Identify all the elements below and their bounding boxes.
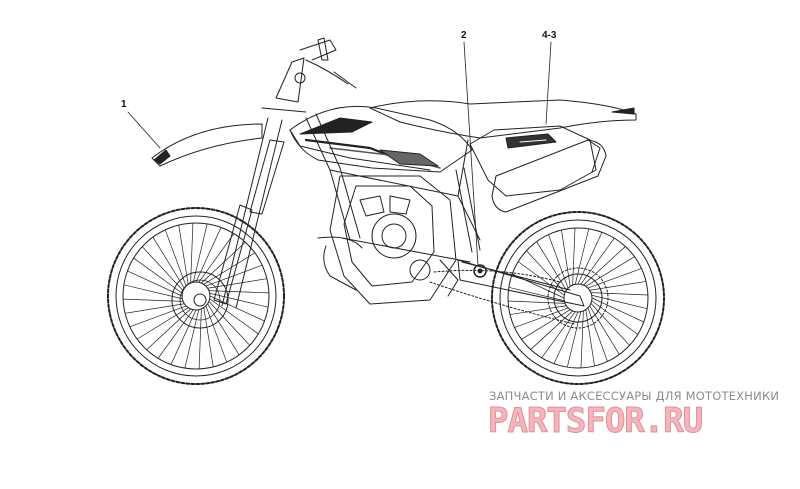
callout-leaders <box>127 41 552 267</box>
spoke <box>203 307 214 368</box>
spoke <box>585 256 635 287</box>
spoke <box>589 305 620 355</box>
spoke <box>553 311 579 365</box>
spoke <box>511 273 565 299</box>
spoke <box>536 241 567 291</box>
spoke <box>129 305 187 328</box>
spoke <box>589 281 647 291</box>
spoke <box>530 310 573 350</box>
spoke <box>580 310 584 369</box>
spoke <box>207 278 268 289</box>
spoke <box>572 227 576 286</box>
spoke <box>591 294 648 310</box>
spoke <box>509 305 567 315</box>
spoke <box>209 295 265 322</box>
spoke <box>122 298 184 302</box>
spoke <box>208 290 270 294</box>
spoke <box>195 227 222 283</box>
spoke <box>207 303 240 356</box>
spoke <box>591 297 645 323</box>
spoke <box>514 307 569 328</box>
spoke <box>548 234 569 289</box>
spoke <box>124 303 185 314</box>
spoke <box>198 308 202 370</box>
spoke <box>561 229 571 287</box>
front-wheel <box>107 207 285 385</box>
spoke <box>198 233 235 283</box>
spoke <box>590 292 649 296</box>
spoke <box>170 309 197 365</box>
front-fender <box>151 123 263 167</box>
spoke <box>136 307 189 340</box>
watermark-logo: PARTSFOR.RU <box>487 401 703 442</box>
spoke <box>157 309 194 359</box>
spoke <box>201 241 246 284</box>
spoke <box>541 311 576 359</box>
spoke <box>521 309 571 340</box>
spoke <box>203 252 256 285</box>
spoke <box>141 246 184 291</box>
spoke <box>146 308 191 351</box>
spoke <box>190 222 194 284</box>
spoke <box>580 237 615 285</box>
spoke <box>209 298 259 335</box>
spoke <box>587 307 608 362</box>
rear-shock <box>455 167 481 253</box>
spoke <box>590 303 630 346</box>
spoke <box>591 300 639 335</box>
spoke <box>526 250 566 293</box>
spoke <box>507 300 566 304</box>
frame <box>305 113 481 263</box>
spoke <box>205 305 228 363</box>
front-fork <box>213 57 307 309</box>
spoke <box>133 257 183 294</box>
callout-label-4-3: 4-3 <box>542 30 557 41</box>
handlebar <box>299 37 357 89</box>
fuel-tank-shroud <box>289 105 473 173</box>
callout-label-2: 2 <box>461 30 467 41</box>
spoke <box>585 309 595 367</box>
spoke <box>583 246 626 286</box>
spoke <box>517 261 565 296</box>
watermark-tagline: ЗАПЧАСТИ И АКСЕССУАРЫ ДЛЯ МОТОТЕХНИКИ <box>489 389 780 403</box>
exhaust-muffler <box>491 139 607 213</box>
spoke <box>577 231 603 285</box>
spoke <box>164 229 187 287</box>
seat <box>369 99 637 139</box>
spoke <box>574 228 590 285</box>
swingarm <box>429 259 585 325</box>
engine <box>317 175 459 305</box>
spoke <box>178 224 189 285</box>
spoke <box>566 311 582 368</box>
spoke <box>152 236 185 289</box>
callout-label-1: 1 <box>121 99 127 110</box>
spoke <box>208 301 251 346</box>
spoke <box>587 268 642 289</box>
spoke <box>508 286 565 302</box>
rear-wheel <box>491 211 665 385</box>
